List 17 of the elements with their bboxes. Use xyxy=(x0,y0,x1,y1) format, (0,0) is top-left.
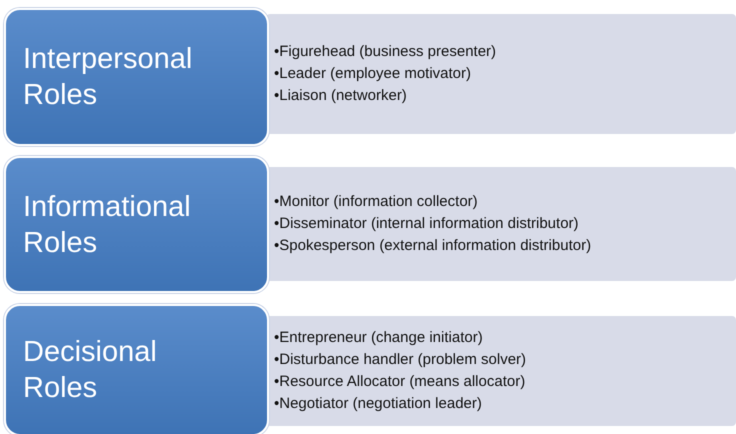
category-box xyxy=(4,304,269,434)
category-title: Decisional Roles xyxy=(23,335,158,406)
bullet-item: •Monitor (information collector) xyxy=(274,192,478,212)
bullet-item: •Spokesperson (external information distributor) xyxy=(274,236,592,256)
list-panel xyxy=(266,14,736,134)
bullet-item: •Entrepreneur (change initiator) xyxy=(274,328,483,348)
bullet-item: •Disseminator (internal information distributor) xyxy=(274,214,579,234)
bullet-item: •Figurehead (business presenter) xyxy=(274,42,496,62)
category-title: Interpersonal Roles xyxy=(23,42,194,113)
category-box xyxy=(4,8,269,146)
bullet-item: •Resource Allocator (means allocator) xyxy=(274,372,526,392)
category-title: Informational Roles xyxy=(23,190,192,260)
bullet-item: •Liaison (networker) xyxy=(274,86,407,106)
bullet-item: •Disturbance handler (problem solver) xyxy=(274,350,526,370)
category-box xyxy=(4,156,269,293)
bullet-item: •Leader (employee motivator) xyxy=(274,64,472,84)
bullet-item: •Negotiator (negotiation leader) xyxy=(274,394,482,414)
